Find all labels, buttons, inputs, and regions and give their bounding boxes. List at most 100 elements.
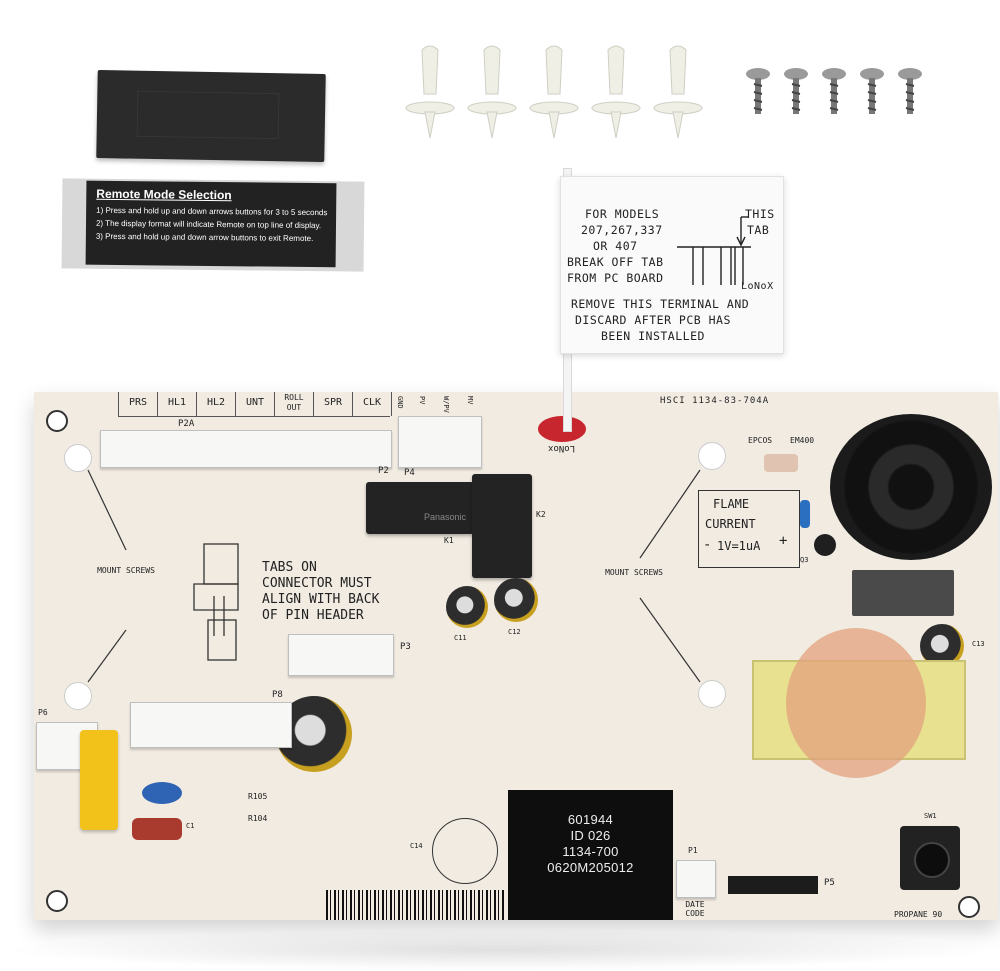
label-r105: R105 xyxy=(248,792,268,801)
mount-hole-top-right xyxy=(698,442,726,470)
mount-screws-label-left: MOUNT SCREWS xyxy=(97,566,155,575)
blue-component xyxy=(800,500,810,528)
black-foam-pad xyxy=(96,70,326,162)
label-q3: Q3 xyxy=(800,556,809,564)
mount-hole-top-left xyxy=(64,444,92,472)
mount-hole-bottom-right xyxy=(698,680,726,708)
label-p4: P4 xyxy=(404,468,415,478)
label-p5: P5 xyxy=(824,878,835,888)
standoff-4 xyxy=(591,45,641,139)
flame-current-box: FLAME CURRENT 1V=1uA + - xyxy=(698,490,800,568)
flag-line-3: OR 407 xyxy=(593,239,638,253)
flag-line-1: FOR MODELS xyxy=(585,207,660,221)
corner-hole-br xyxy=(958,896,980,918)
capacitor-c12 xyxy=(494,578,538,622)
screw-5 xyxy=(898,68,922,114)
flag-brand: LoNoX xyxy=(741,281,774,292)
flag-line-2: 207,267,337 xyxy=(581,223,663,237)
standoff-5 xyxy=(653,45,703,139)
p4-label-wpv: W/PV xyxy=(442,396,450,413)
plastic-standoffs xyxy=(405,45,703,139)
chip-line-2: ID 026 xyxy=(570,828,611,843)
tabs-note-line-3: ALIGN WITH BACK xyxy=(262,592,380,607)
label-r104: R104 xyxy=(248,814,268,823)
mount-hole-bottom-left xyxy=(64,682,92,710)
header-label-prs: PRS xyxy=(118,392,157,416)
capacitor-c14-footprint xyxy=(432,818,498,884)
connector-p2 xyxy=(100,430,392,468)
connector-p3 xyxy=(288,634,394,676)
header-label-strip xyxy=(118,392,390,417)
label-p2: P2 xyxy=(378,466,389,476)
label-c14: C14 xyxy=(410,842,423,850)
red-capacitor xyxy=(132,818,182,840)
chip-line-4: 0620M205012 xyxy=(547,860,634,875)
spark-igniter-coil xyxy=(830,414,992,560)
standoff-2 xyxy=(467,45,517,139)
controller-chip: 601944 ID 026 1134-700 0620M205012 xyxy=(508,790,673,920)
label-date-code: DATE CODE xyxy=(685,900,705,918)
tabs-note-line-1: TABS ON xyxy=(262,560,317,575)
label-sw1: SW1 xyxy=(924,812,937,820)
flag-line-6: REMOVE THIS TERMINAL AND xyxy=(571,297,750,311)
sticker-line-3: 3) Press and hold up and down arrow butt… xyxy=(95,231,314,244)
sticker-title: Remote Mode Selection xyxy=(96,186,232,203)
flame-label: FLAME xyxy=(713,497,750,511)
flag-line-8: BEEN INSTALLED xyxy=(601,329,705,343)
standoff-1 xyxy=(405,45,455,139)
transformer-coil xyxy=(786,628,926,778)
p4-label-gnd: GND xyxy=(396,396,404,409)
pcb-shadow xyxy=(0,930,1000,970)
label-p6: P6 xyxy=(38,708,48,717)
tabs-note: TABS ON CONNECTOR MUST ALIGN WITH BACK O… xyxy=(262,560,379,624)
plus-sign: + xyxy=(779,533,788,549)
label-epcos: EPCOS xyxy=(748,436,773,445)
label-c12: C12 xyxy=(508,628,521,636)
blue-capacitor xyxy=(142,782,182,804)
label-p3: P3 xyxy=(400,642,411,652)
header-label-unt: UNT xyxy=(235,392,274,416)
connector-p4 xyxy=(398,416,482,468)
current-label: CURRENT xyxy=(705,517,756,531)
standoff-3 xyxy=(529,45,579,139)
barcode xyxy=(326,890,506,920)
screw-4 xyxy=(860,68,884,114)
flag-line-4: BREAK OFF TAB xyxy=(567,255,664,269)
capacitor-c11 xyxy=(446,586,488,628)
header-label-clk: CLK xyxy=(352,392,392,416)
relay-k1: Panasonic xyxy=(366,482,474,534)
label-c11: C11 xyxy=(454,634,467,642)
label-c1: C1 xyxy=(186,822,195,830)
scale-label: 1V=1uA xyxy=(717,539,761,553)
flag-line-5: FROM PC BOARD xyxy=(567,271,664,285)
push-button-cap[interactable] xyxy=(914,842,950,878)
header-p5 xyxy=(728,876,818,894)
minus-sign: - xyxy=(703,537,712,553)
header-label-hl2: HL2 xyxy=(196,392,235,416)
screw-3 xyxy=(822,68,846,114)
transistor-q3 xyxy=(814,534,836,556)
epcos-surge-arrester xyxy=(764,454,798,472)
part-number: HSCI 1134-83-704A xyxy=(660,396,770,406)
p4-label-mv: MV xyxy=(466,396,474,405)
label-em400: EM400 xyxy=(790,436,815,445)
label-k2: K2 xyxy=(536,510,546,519)
tab-diagram-icon xyxy=(677,216,751,285)
label-p2a: P2A xyxy=(178,419,195,429)
connector-p1 xyxy=(676,860,716,898)
chip-line-1: 601944 xyxy=(567,812,614,827)
screw-1 xyxy=(746,68,770,114)
connector-diagram-icon xyxy=(193,543,239,661)
flag-line-7: DISCARD AFTER PCB HAS xyxy=(575,313,731,327)
grey-component xyxy=(852,570,954,616)
lonox-instruction-flag: FOR MODELS 207,267,337 OR 407 BREAK OFF … xyxy=(560,176,784,354)
tabs-note-line-4: OF PIN HEADER xyxy=(262,608,364,623)
chip-line-3: 1134-700 xyxy=(562,844,619,859)
flag-tab: TAB xyxy=(747,223,770,237)
relay-k1-brand: Panasonic xyxy=(424,512,467,522)
red-terminal xyxy=(538,416,586,442)
header-label-rollout: ROLL OUT xyxy=(274,392,313,417)
label-propane: PROPANE 90 xyxy=(894,910,943,919)
flag-this: THIS xyxy=(745,207,775,221)
push-button-sw1[interactable] xyxy=(900,826,960,890)
